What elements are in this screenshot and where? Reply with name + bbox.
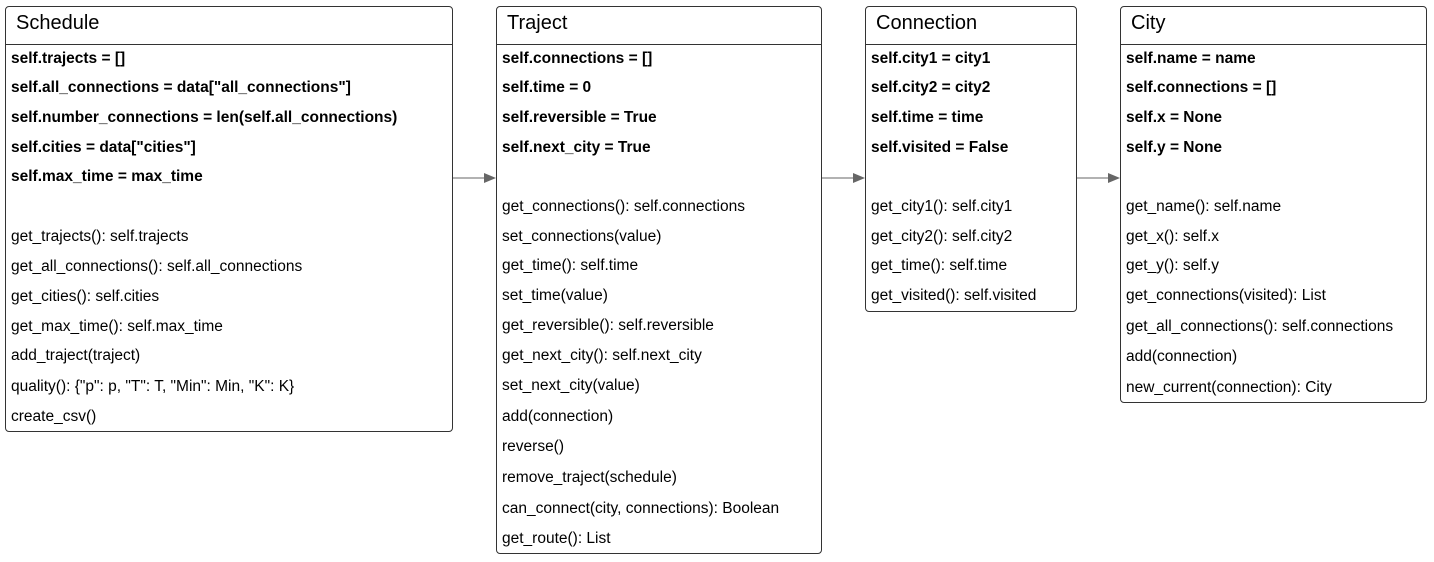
schedule-method: get_trajects(): self.trajects (11, 228, 189, 245)
city-attribute: self.name = name (1126, 50, 1256, 67)
city-attribute: self.y = None (1126, 139, 1223, 156)
class-city: City self.name = name self.connections =… (1120, 6, 1427, 403)
class-traject: Traject self.connections = [] self.time … (496, 6, 822, 554)
traject-method: set_connections(value) (502, 228, 662, 245)
arrow-traject-connection (822, 173, 865, 183)
traject-attribute: self.next_city = True (502, 139, 651, 156)
traject-method: get_next_city(): self.next_city (502, 347, 702, 364)
traject-method: get_time(): self.time (502, 257, 639, 274)
traject-method: add(connection) (502, 408, 614, 425)
schedule-attribute: self.trajects = [] (11, 50, 126, 67)
schedule-method: add_traject(traject) (11, 347, 141, 364)
class-connection: Connection self.city1 = city1 self.city2… (865, 6, 1077, 312)
traject-method: set_next_city(value) (502, 377, 640, 394)
traject-attribute: self.time = 0 (502, 79, 592, 96)
traject-method: set_time(value) (502, 287, 608, 304)
schedule-attribute: self.cities = data["cities"] (11, 139, 196, 156)
schedule-method: create_csv() (11, 408, 97, 425)
class-title-city: City (1121, 7, 1426, 45)
city-method: get_name(): self.name (1126, 198, 1282, 215)
traject-method: get_route(): List (502, 530, 611, 547)
connection-attribute: self.time = time (871, 109, 984, 126)
connection-attribute: self.visited = False (871, 139, 1009, 156)
arrowhead-icon (1108, 173, 1120, 183)
class-title-schedule: Schedule (6, 7, 452, 45)
traject-method: get_connections(): self.connections (502, 198, 745, 215)
connection-method: get_city1(): self.city1 (871, 198, 1013, 215)
arrow-schedule-traject (453, 173, 496, 183)
connection-method: get_time(): self.time (871, 257, 1008, 274)
schedule-attribute: self.max_time = max_time (11, 168, 203, 185)
traject-method: get_reversible(): self.reversible (502, 317, 714, 334)
connection-attribute: self.city2 = city2 (871, 79, 991, 96)
arrow-connection-city (1077, 173, 1120, 183)
traject-method: can_connect(city, connections): Boolean (502, 500, 780, 517)
city-method: get_y(): self.y (1126, 257, 1220, 274)
traject-method: reverse() (502, 438, 565, 455)
schedule-method: get_all_connections(): self.all_connecti… (11, 258, 303, 275)
class-schedule: Schedule self.trajects = [] self.all_con… (5, 6, 453, 432)
city-method: get_connections(visited): List (1126, 287, 1326, 304)
schedule-attribute: self.number_connections = len(self.all_c… (11, 109, 398, 126)
traject-attribute: self.connections = [] (502, 50, 653, 67)
city-method: new_current(connection): City (1126, 379, 1332, 396)
class-title-connection: Connection (866, 7, 1076, 45)
city-attribute: self.x = None (1126, 109, 1223, 126)
schedule-method: quality(): {"p": p, "T": T, "Min": Min, … (11, 378, 295, 395)
schedule-attribute: self.all_connections = data["all_connect… (11, 79, 351, 96)
traject-method: remove_traject(schedule) (502, 469, 677, 486)
city-attribute: self.connections = [] (1126, 79, 1277, 96)
connection-attribute: self.city1 = city1 (871, 50, 991, 67)
class-title-traject: Traject (497, 7, 821, 45)
city-method: get_all_connections(): self.connections (1126, 318, 1394, 335)
arrowhead-icon (853, 173, 865, 183)
arrowhead-icon (484, 173, 496, 183)
connection-method: get_visited(): self.visited (871, 287, 1037, 304)
traject-attribute: self.reversible = True (502, 109, 657, 126)
city-method: get_x(): self.x (1126, 228, 1220, 245)
schedule-method: get_cities(): self.cities (11, 288, 160, 305)
connection-method: get_city2(): self.city2 (871, 228, 1013, 245)
city-method: add(connection) (1126, 348, 1238, 365)
schedule-method: get_max_time(): self.max_time (11, 318, 223, 335)
